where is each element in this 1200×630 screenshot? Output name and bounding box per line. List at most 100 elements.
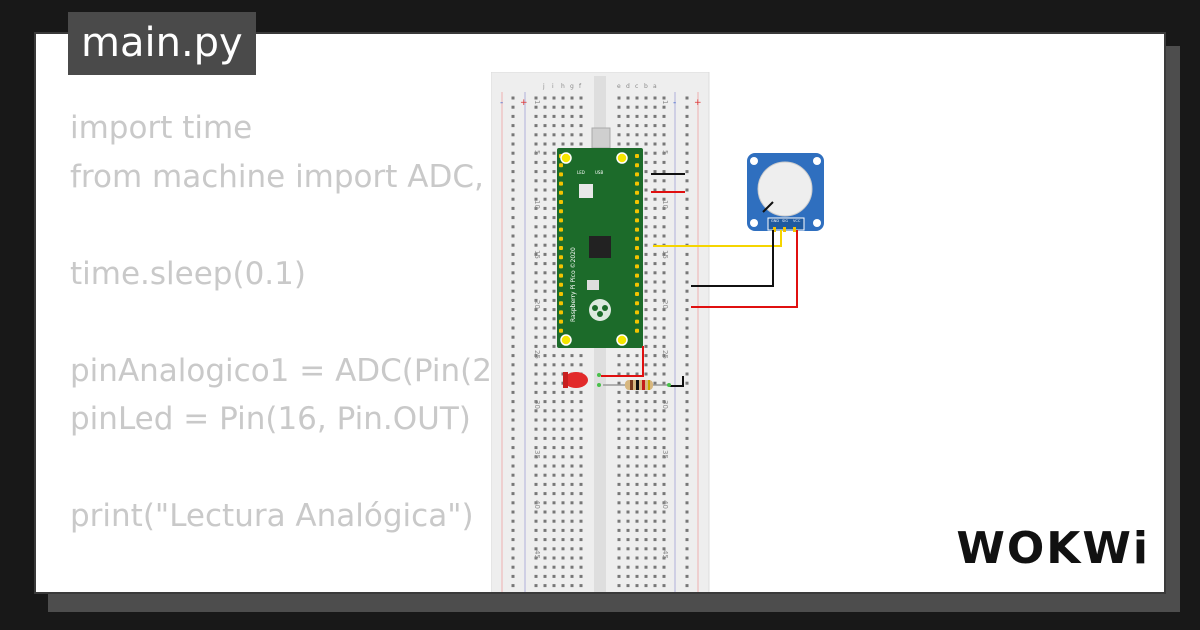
file-tab[interactable]: main.py [68, 12, 256, 75]
breadboard-column-letter: a [653, 83, 657, 90]
pico-led-label: LED [577, 170, 585, 175]
wire-ground-pot [691, 230, 774, 287]
pico-pin [559, 218, 563, 223]
code-line [70, 444, 540, 493]
pico-usb-label: USB [595, 170, 603, 175]
pico-pin [635, 154, 639, 158]
pico-pin [559, 236, 563, 241]
pico-pin [559, 255, 563, 260]
breadboard-row-number: 45 [533, 550, 541, 559]
code-line: while True: [70, 589, 540, 592]
pico-pin [559, 172, 563, 177]
breadboard-row-number: 35 [533, 450, 541, 459]
pico-pin [559, 282, 563, 287]
simulation-diagram: 1155101015152020252530303535404045455050… [491, 72, 824, 592]
pico-pin [635, 310, 639, 315]
pico-pin [635, 163, 639, 168]
pico-pin [635, 255, 639, 260]
wokwi-logo: WOKWi [956, 523, 1150, 574]
pico-board-label: Raspberry Pi Pico ©2020 [570, 247, 577, 322]
rail-sign: - [500, 98, 503, 108]
pico-board: Raspberry Pi Pico ©2020 LED USB [557, 127, 643, 348]
pico-pin [559, 190, 563, 195]
code-line: print("Lectura Analógica") [70, 498, 474, 534]
rail-sign: + [694, 98, 702, 108]
breadboard-row-number: 25 [533, 350, 541, 359]
pico-pin [559, 209, 563, 214]
pico-pin [559, 227, 563, 232]
breadboard-row-number: 15 [661, 250, 669, 259]
breadboard-column-letter: e [617, 83, 621, 90]
breadboard-row-number: 1 [533, 100, 541, 104]
knob-indicator [762, 201, 774, 213]
pico-pin [559, 292, 563, 296]
resistor[interactable] [603, 380, 671, 390]
pot-pin-vcc: VCC [793, 219, 801, 223]
pico-pin [559, 310, 563, 315]
pico-pin [635, 292, 639, 296]
breadboard-column-letter: d [626, 83, 630, 90]
breadboard-row-number: 30 [533, 400, 541, 409]
breadboard-column-letter: j [542, 83, 545, 90]
breadboard-row-number: 40 [661, 500, 669, 509]
wires [601, 173, 798, 387]
breadboard-row-number: 10 [661, 200, 669, 209]
breadboard-row-number: 20 [661, 300, 669, 309]
breadboard-row-number: 20 [533, 300, 541, 309]
breadboard-row-number: 40 [533, 500, 541, 509]
potentiometer[interactable]: GND SIG VCC [747, 153, 824, 232]
wire-led-power [601, 346, 644, 377]
pico-pin [635, 200, 639, 204]
pico-pin [635, 236, 639, 241]
wire-signal [653, 230, 782, 247]
pico-pin [635, 264, 639, 269]
pot-pin-gnd: GND [771, 219, 779, 223]
breadboard-column-letter: g [570, 83, 574, 90]
code-line [70, 201, 540, 250]
red-led[interactable] [563, 372, 601, 388]
pico-pin [635, 282, 639, 287]
raspberry-logo-icon [589, 299, 611, 321]
wire-led-ground [669, 376, 684, 387]
pico-pin [559, 319, 563, 324]
code-line: from machine import ADC, Pin [70, 158, 540, 195]
breadboard-column-letter: b [644, 83, 648, 90]
pico-pin [559, 200, 563, 204]
breadboard-row-number: 30 [661, 400, 669, 409]
code-line: pinLed = Pin(16, Pin.OUT) [70, 401, 471, 437]
breadboard-row-number: 35 [661, 450, 669, 459]
breadboard-row-number: 1 [661, 100, 669, 104]
pico-pin [635, 273, 639, 278]
code-line: pinAnalogico1 = ADC(Pin(26)) [70, 352, 536, 389]
pico-pin [635, 301, 639, 306]
breadboard-row-number: 25 [661, 350, 669, 359]
pico-pin [559, 264, 563, 269]
breadboard-column-letter: f [579, 83, 582, 90]
breadboard-row-number: 10 [533, 200, 541, 209]
code-line: import time [70, 110, 253, 146]
wire-power-pot [691, 230, 798, 308]
pot-pin-sig: SIG [782, 219, 788, 223]
breadboard-row-number: 5 [533, 150, 541, 154]
pico-pin [635, 218, 639, 223]
pico-pin [635, 328, 639, 333]
pico-pin [635, 227, 639, 232]
rail-sign: - [673, 98, 676, 108]
breadboard-column-letter: i [552, 83, 554, 90]
pico-pin [559, 273, 563, 278]
pico-pin [559, 301, 563, 306]
pico-pin [635, 172, 639, 177]
code-line: time.sleep(0.1) [70, 255, 306, 292]
rail-sign: + [520, 98, 528, 108]
code-line [70, 298, 540, 347]
pico-pin [559, 246, 563, 250]
pico-pin [635, 209, 639, 214]
pico-pin [635, 319, 639, 324]
breadboard-column-letter: c [635, 83, 638, 90]
breadboard-row-number: 5 [661, 150, 669, 154]
breadboard-column-letter: h [561, 83, 565, 90]
breadboard-row-number: 45 [661, 550, 669, 559]
pico-pin [635, 181, 639, 186]
